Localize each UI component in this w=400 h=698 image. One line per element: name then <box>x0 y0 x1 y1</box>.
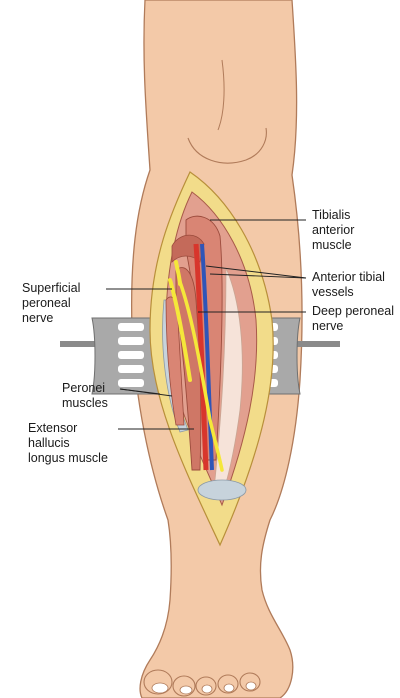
anterior-tibial-artery <box>193 243 209 471</box>
label-peronei-muscles: Peronei muscles <box>62 381 108 410</box>
leader-peronei-2 <box>119 388 161 395</box>
label-tibialis-anterior-muscle: Tibialis anterior muscle <box>312 208 355 252</box>
label-extensor-hallucis-longus-muscle: Extensor hallucis longus muscle <box>28 421 108 465</box>
label-anterior-tibial-vessels: Anterior tibial vessels <box>312 270 385 299</box>
toenails <box>151 681 257 695</box>
nerve-branch <box>174 260 182 286</box>
anterior-tibial-vein <box>200 243 214 471</box>
knee-contour-inner <box>217 59 225 131</box>
superficial-peroneal-nerve <box>168 278 192 382</box>
leader-anterior-tibial-vessels-1 <box>205 265 307 279</box>
tibia-sheath <box>213 267 243 491</box>
distal-tendon-sheath <box>197 479 247 501</box>
label-superficial-peroneal-nerve: Superficial peroneal nerve <box>22 281 81 325</box>
label-deep-peroneal-nerve: Deep peroneal nerve <box>312 304 395 333</box>
left-retractor <box>60 317 161 395</box>
knee-contour <box>187 127 267 164</box>
deep-peroneal-nerve <box>178 280 224 472</box>
leader-anterior-tibial-vessels-2 <box>209 273 307 279</box>
